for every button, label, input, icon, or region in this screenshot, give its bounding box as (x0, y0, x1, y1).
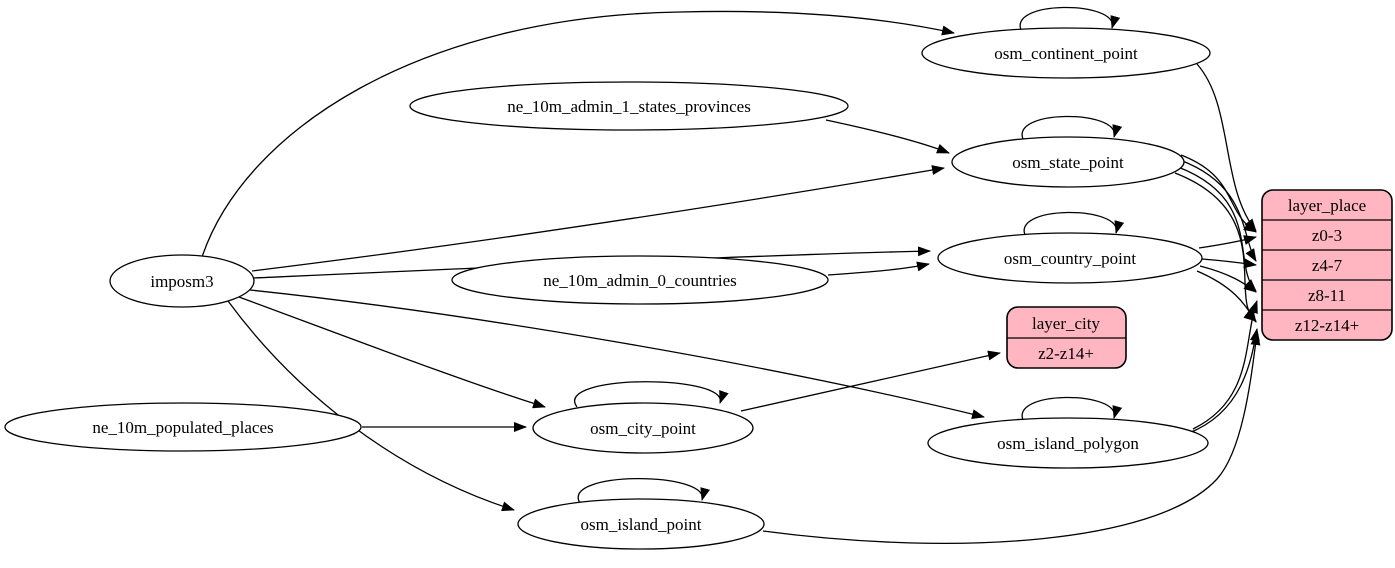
record-layer_city: layer_city z2-z14+ (1006, 306, 1127, 369)
node-osm_continent_point-shape (921, 27, 1211, 79)
record-layer_place-row-z12-z14: z12-z14+ (1295, 316, 1359, 335)
node-osm_country_point-shape (937, 232, 1203, 284)
node-osm_continent_point: osm_continent_point (921, 27, 1211, 79)
self-loop-osm_state_point (1021, 115, 1123, 142)
edge-osm_state_point-layer_place-z0-3 (1180, 154, 1257, 233)
edge-osm_city_point-layer_city-z2 (740, 350, 1001, 412)
record-layer_place: layer_place z0-3 z4-7 z8-11 z12-z14+ (1261, 189, 1393, 341)
edge-imposm3-osm_city_point (238, 296, 546, 409)
self-loop-osm_island_polygon (1021, 396, 1123, 423)
node-osm_state_point: osm_state_point (951, 136, 1185, 188)
node-ne_10m_admin_1_states_provinces: ne_10m_admin_1_states_provinces (409, 81, 849, 131)
record-layer_city-row-z2-z14: z2-z14+ (1038, 344, 1094, 363)
self-loop-osm_city_point (573, 381, 729, 408)
edge-osm_country_point-layer_place-z12-z14 (1196, 270, 1257, 323)
edge-osm_state_point-layer_place-z8-11 (1177, 166, 1257, 292)
edge-ne_10m_admin_1_states_provinces-osm_state_point (825, 119, 950, 154)
edge-osm_continent_point-layer_place-z0-3 (1196, 63, 1257, 232)
node-ne_10m_admin_1_states_provinces-label: ne_10m_admin_1_states_provinces (507, 97, 751, 116)
self-loop-osm_island_point (577, 478, 710, 504)
edge-osm_island_polygon-layer_place-z8-11 (1192, 300, 1258, 430)
record-layer_place-row-z8-11: z8-11 (1308, 286, 1346, 305)
node-osm_country_point: osm_country_point (937, 232, 1203, 284)
record-layer_place-box (1261, 189, 1393, 341)
node-osm_country_point-label: osm_country_point (1004, 249, 1136, 268)
node-ne_10m_admin_0_countries: ne_10m_admin_0_countries (451, 255, 829, 305)
node-osm_island_point-shape (517, 498, 765, 550)
edge-osm_state_point-layer_place-z4-7 (1179, 159, 1257, 262)
node-osm_island_polygon-shape (927, 417, 1209, 469)
node-osm_continent_point-label: osm_continent_point (994, 44, 1138, 63)
node-osm_state_point-shape (951, 136, 1185, 188)
edge-imposm3-osm_island_polygon (249, 289, 985, 419)
node-imposm3-label: imposm3 (150, 272, 213, 291)
edge-imposm3-osm_continent_point (201, 10, 955, 258)
node-ne_10m_admin_0_countries-shape (451, 255, 829, 305)
self-loop-osm_country_point (1023, 211, 1125, 238)
edge-osm_country_point-layer_place-z0-3 (1198, 235, 1257, 249)
node-osm_island_polygon-label: osm_island_polygon (997, 434, 1139, 453)
self-loop-osm_continent_point (1019, 6, 1121, 33)
node-osm_island_point-label: osm_island_point (581, 515, 702, 534)
record-layer_place-title: layer_place (1288, 196, 1366, 215)
edge-ne_10m_admin_0_countries-osm_country_point (827, 261, 930, 276)
node-ne_10m_populated_places-shape (4, 402, 362, 452)
node-ne_10m_populated_places: ne_10m_populated_places (4, 402, 362, 452)
node-ne_10m_admin_1_states_provinces-shape (409, 81, 849, 131)
record-layer_place-row-z4-7: z4-7 (1312, 256, 1343, 275)
record-layer_place-row-z0-3: z0-3 (1312, 226, 1342, 245)
record-layer_city-title: layer_city (1032, 314, 1100, 333)
node-ne_10m_admin_0_countries-label: ne_10m_admin_0_countries (543, 271, 737, 290)
node-osm_city_point: osm_city_point (532, 402, 754, 454)
node-imposm3: imposm3 (109, 254, 255, 308)
edge-osm_country_point-layer_place-z4-7 (1201, 258, 1257, 269)
edge-imposm3-osm_state_point (251, 165, 945, 272)
edge-osm_country_point-layer_place-z8-11 (1199, 265, 1257, 293)
edge-osm_island_polygon-layer_place-z12-z14 (1188, 328, 1260, 434)
node-osm_city_point-label: osm_city_point (590, 419, 696, 438)
node-osm_state_point-label: osm_state_point (1012, 153, 1124, 172)
node-osm_island_polygon: osm_island_polygon (927, 417, 1209, 469)
node-osm_island_point: osm_island_point (517, 498, 765, 550)
node-osm_city_point-shape (532, 402, 754, 454)
node-ne_10m_populated_places-label: ne_10m_populated_places (92, 418, 273, 437)
edge-osm_island_point-layer_place-z12-z14 (762, 332, 1261, 544)
node-imposm3-shape (109, 254, 255, 308)
